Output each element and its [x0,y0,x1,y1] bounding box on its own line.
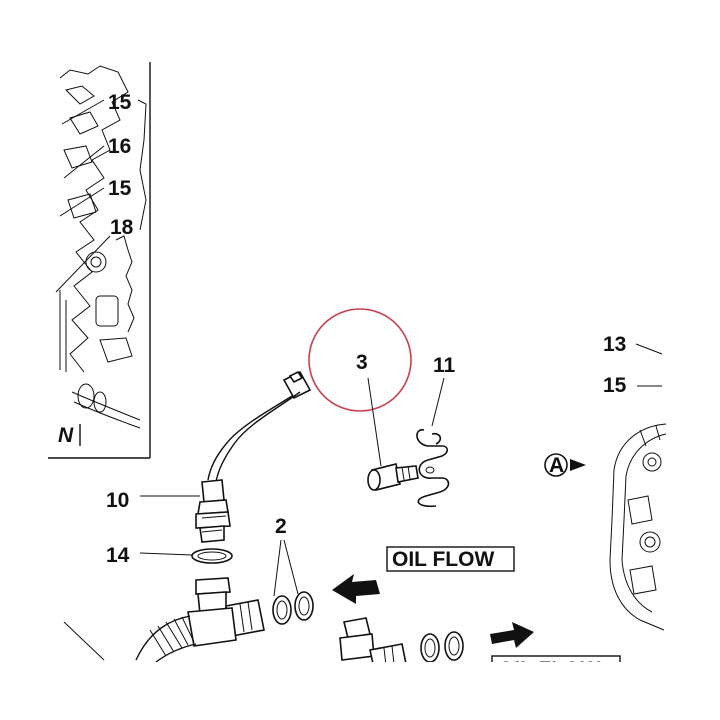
part-2-orings: 2 [272,515,314,625]
left-inset-view: 15 16 15 18 N [48,62,151,459]
inset-partial-label: N [58,424,74,447]
oil-flow-arrow-left [332,574,380,604]
tee-fitting [63,577,265,663]
callout-15-upper: 15 [108,91,132,114]
view-a-marker [544,453,568,477]
callout-15-middle: 15 [108,177,132,200]
oil-flow-indicator-lower: OIL FLOW [0,655,720,720]
oil-flow-box [386,546,515,572]
callout-11: 11 [433,354,456,377]
part-10-sensor: 10 [106,370,312,543]
callout-2: 2 [275,515,287,538]
oil-flow-label: OIL FLOW [392,548,494,571]
oil-flow-arrow-right [490,622,534,648]
part-3-screw: 3 [356,351,419,491]
callout-15-right: 15 [603,374,627,397]
callout-14: 14 [106,544,130,567]
callout-3: 3 [356,351,368,374]
highlight-circle [308,308,412,412]
right-view: 13 15 A [544,333,667,631]
oil-flow-indicator: OIL FLOW [332,546,515,604]
part-14-oring: 14 [106,544,233,567]
callout-16: 16 [108,135,131,158]
callout-18: 18 [110,216,134,239]
callout-13: 13 [603,333,626,356]
callout-10: 10 [106,489,129,512]
view-a-label: A [549,454,564,477]
part-11-bracket: 11 [416,354,456,508]
